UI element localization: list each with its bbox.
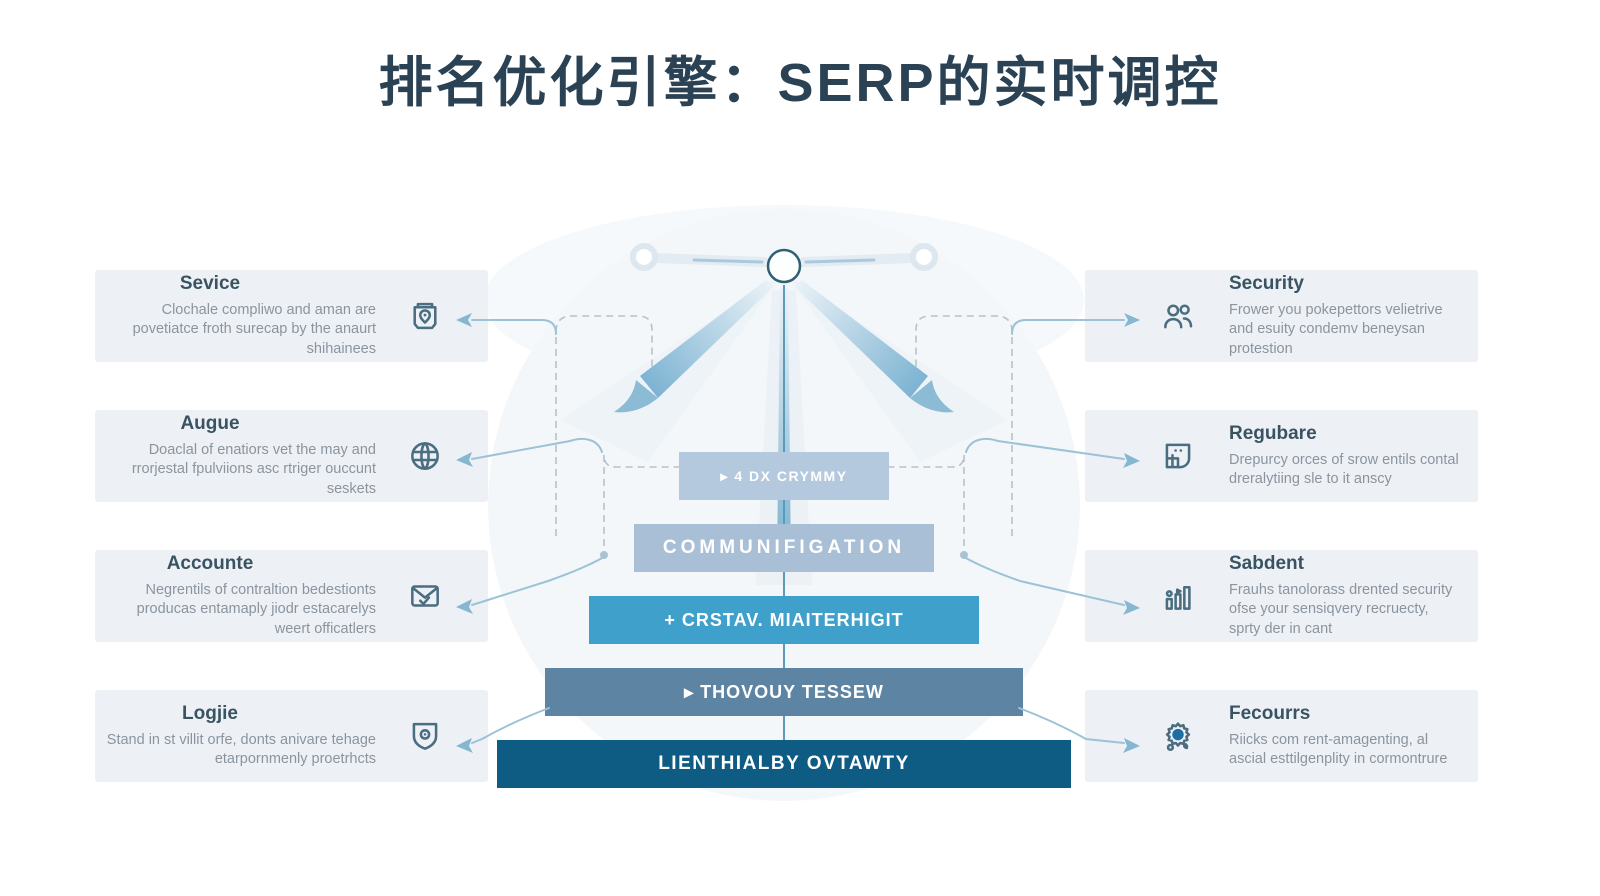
- center-hub-node: [766, 248, 802, 284]
- feature-card-sabdent: Sabdent Frauhs tanolorass drented securi…: [1085, 550, 1478, 642]
- card-body: Doaclal of enatiors vet the may and rror…: [131, 442, 376, 497]
- card-title: Accounte: [166, 553, 254, 575]
- feature-card-regubare: Regubare Drepurcy orces of srow entils c…: [1085, 410, 1478, 502]
- card-body: Negrentils of contraltion bedestionts pr…: [136, 582, 376, 637]
- feature-card-security: Security Frower you pokepettors velietri…: [1085, 270, 1478, 362]
- feature-card-logjie: Logjie Stand in st villit orfe, donts an…: [95, 690, 488, 782]
- feature-card-accounte: Accounte Negrentils of contraltion bedes…: [95, 550, 488, 642]
- card-body: Frower you pokepettors velietrive and es…: [1229, 302, 1443, 357]
- page-title: 排名优化引擎：SERP的实时调控: [378, 53, 1222, 113]
- funnel-bar-4: ▸ THOVOUY TESSEW: [545, 668, 1023, 716]
- funnel-bar-2: COMMUNIFIGATION: [634, 524, 934, 572]
- card-body: Clochale compliwo and aman are povetiatc…: [132, 302, 376, 357]
- mail-check-icon: [406, 577, 444, 615]
- dashed-guides: [555, 315, 1013, 546]
- globe-icon: [406, 437, 444, 475]
- shield-dot-icon: [406, 717, 444, 755]
- card-title: Sabdent: [1229, 553, 1304, 575]
- left-hub-node: [630, 243, 658, 271]
- funnel-bar-3: + CRSTAV. MIAITERHIGIT: [589, 596, 979, 644]
- card-title: Regubare: [1229, 422, 1317, 444]
- card-title: Fecourrs: [1229, 702, 1311, 724]
- card-title: Augue: [180, 413, 240, 435]
- feature-card-sevice: Sevice Clochale compliwo and aman are po…: [95, 270, 488, 362]
- card-title: Sevice: [179, 273, 241, 295]
- connector-accounte: [471, 556, 605, 606]
- funnel-bar-5: LIENTHIALBY OVTAWTY: [497, 740, 1071, 788]
- users-icon: [1159, 297, 1197, 335]
- card-body: Drepurcy orces of srow entils contal dre…: [1229, 451, 1459, 487]
- right-ray: [794, 280, 928, 398]
- card-title: Security: [1229, 273, 1304, 295]
- bar-chart-icon: [1159, 577, 1197, 615]
- document-dots-icon: [1159, 437, 1197, 475]
- left-ray: [640, 280, 774, 398]
- card-body: Stand in st villit orfe, donts anivare t…: [106, 731, 376, 767]
- card-body: Riicks com rent-amagenting, al ascial es…: [1229, 731, 1448, 767]
- gear-icon: [1159, 717, 1197, 755]
- card-body: Frauhs tanolorass drented security ofse …: [1229, 582, 1453, 637]
- feature-card-fecourrs: Fecourrs Riicks com rent-amagenting, al …: [1085, 690, 1478, 782]
- feature-card-augue: Augue Doaclal of enatiors vet the may an…: [95, 410, 488, 502]
- funnel-bar-1: ▸ 4 DX CRYMMY: [679, 452, 889, 500]
- badge-pin-icon: [406, 297, 444, 335]
- right-hub-node: [910, 243, 938, 271]
- card-title: Logjie: [182, 702, 238, 724]
- connector-augue: [471, 437, 603, 460]
